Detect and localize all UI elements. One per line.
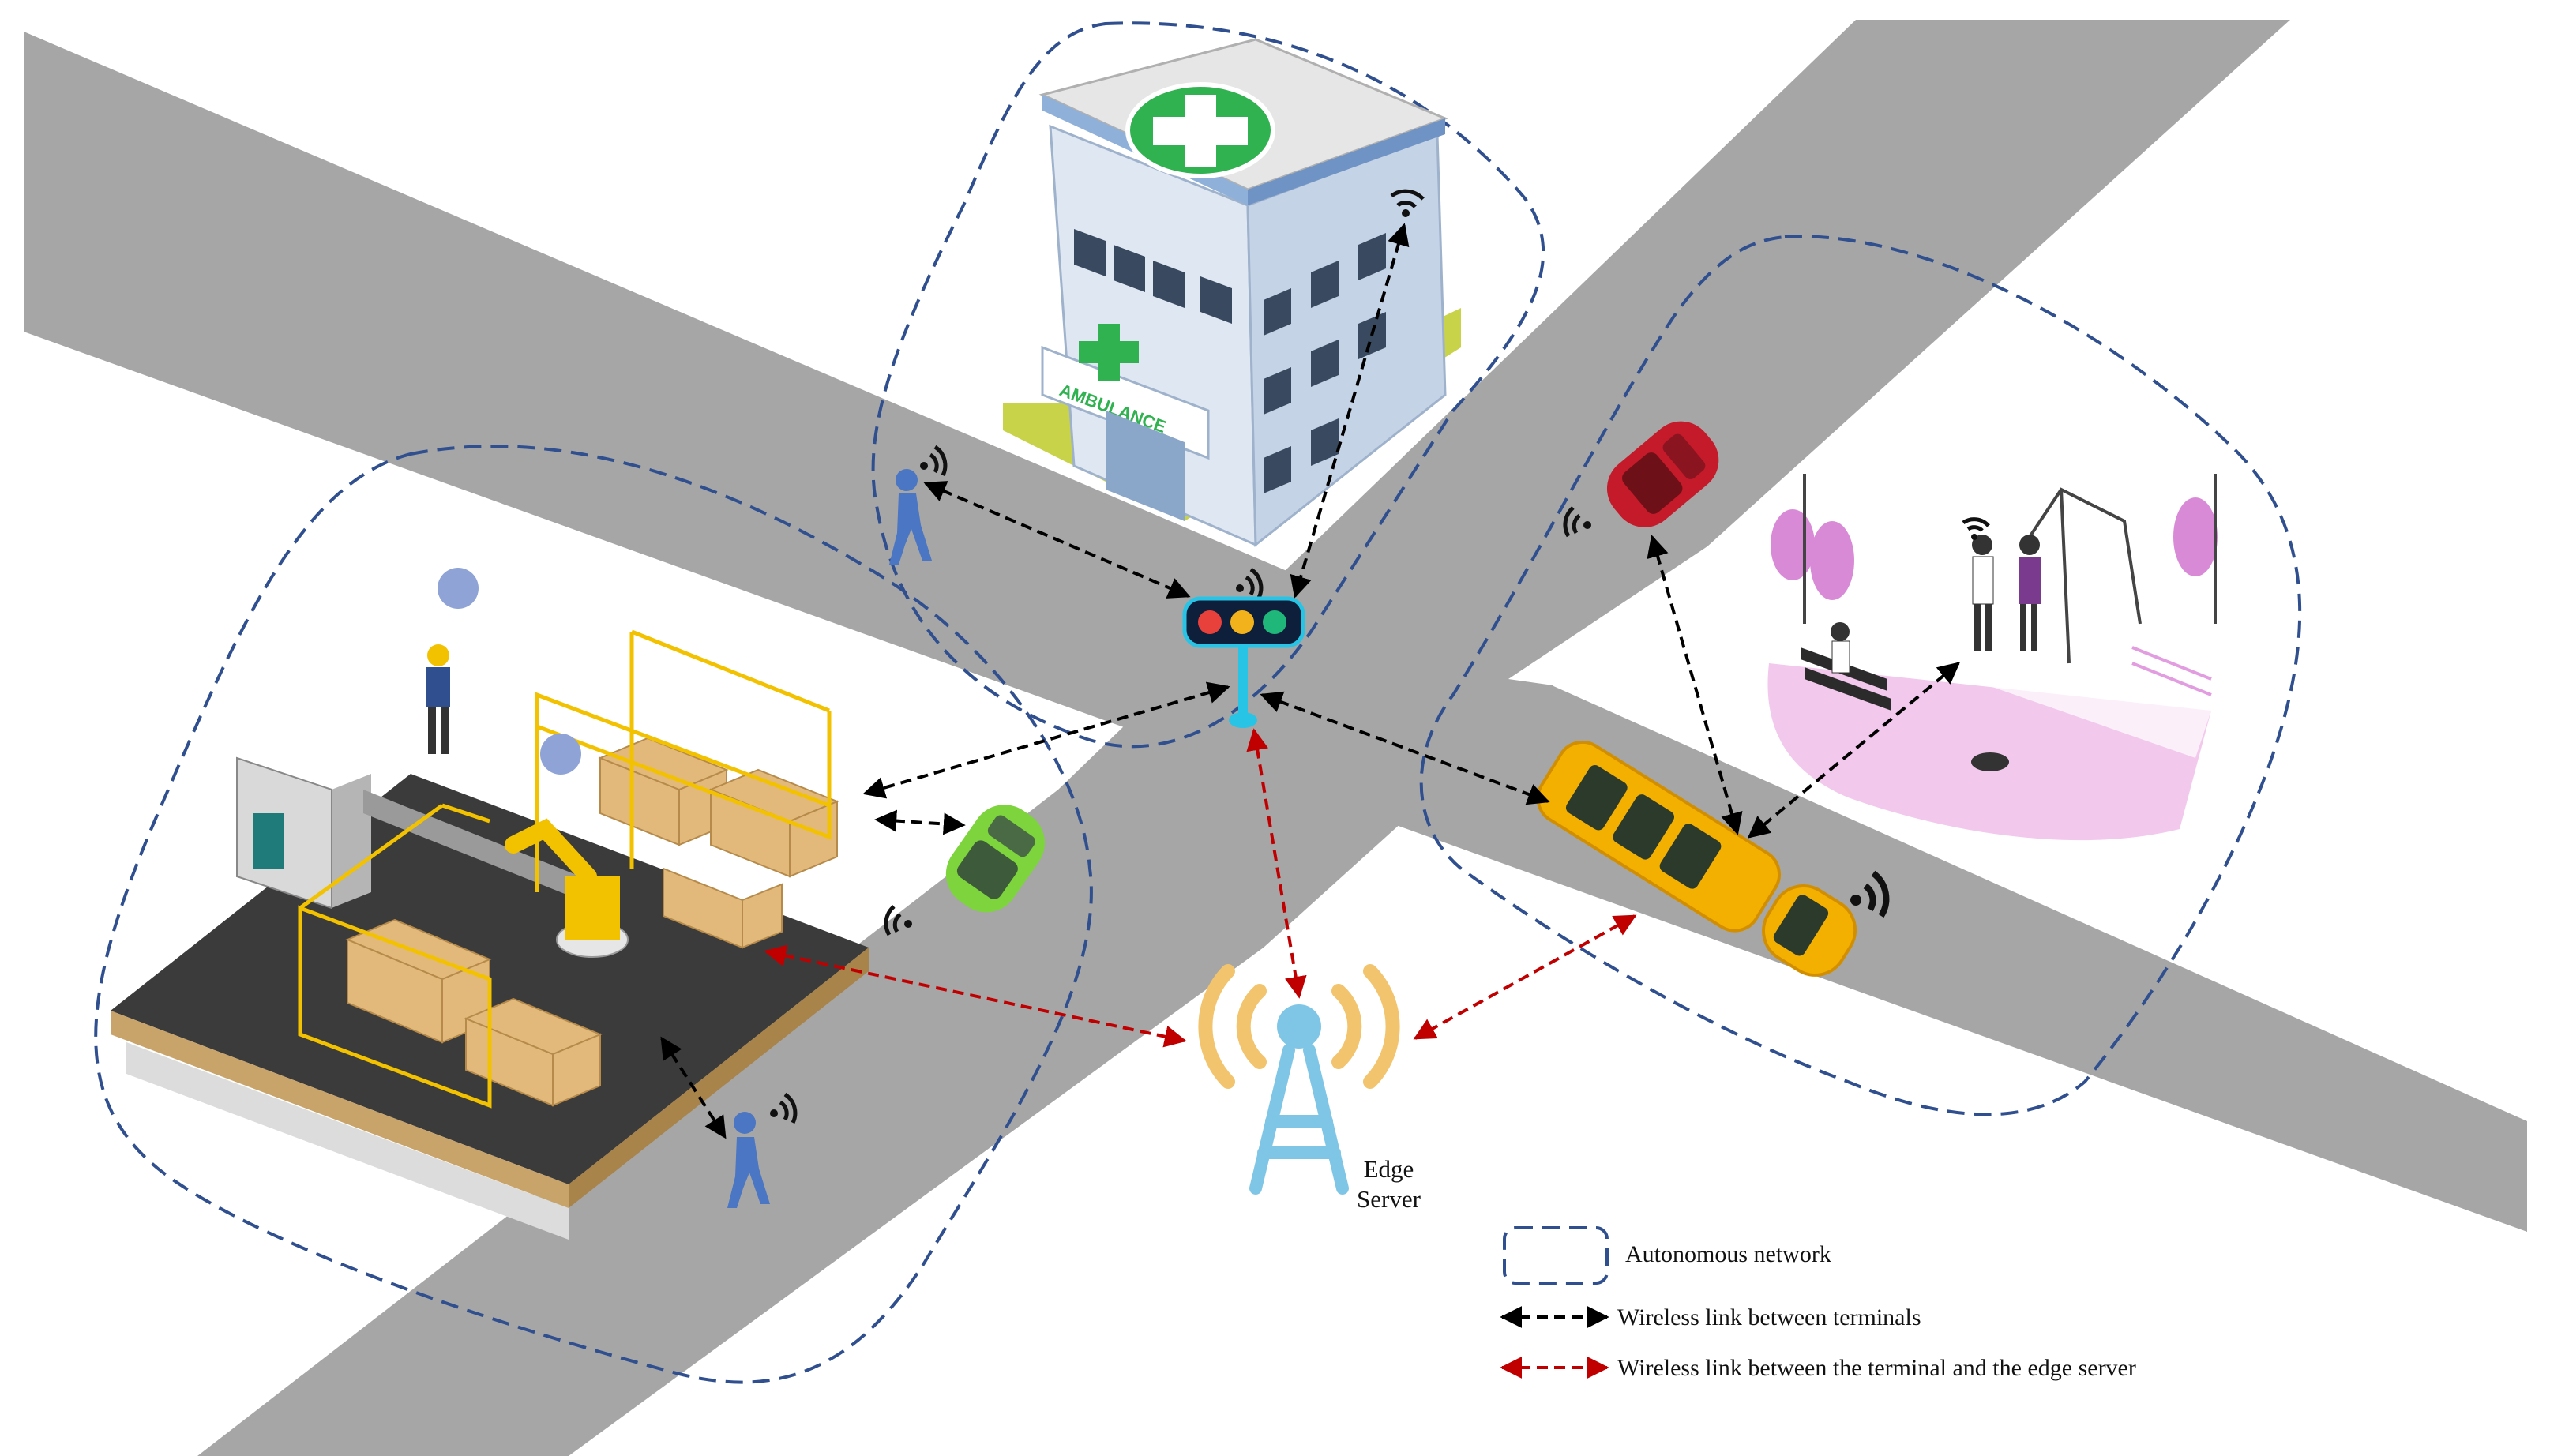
edge-links (764, 728, 1637, 1048)
link-ped-top-traffic (923, 481, 1191, 599)
green-car (945, 805, 1045, 913)
pedestrian-icon (727, 469, 932, 1208)
link-yellowcar-edge (1413, 914, 1637, 1040)
link-factory-ped-bottom (660, 1036, 727, 1139)
link-factory-greencar (874, 809, 966, 835)
network-boundary-factory (94, 445, 1093, 1384)
car-icon (945, 421, 1857, 977)
legend-terminal-link-label: Wireless link between terminals (1617, 1304, 1921, 1330)
wifi-icon (770, 189, 1990, 1124)
edge-server-label-line1: Edge (1363, 1155, 1414, 1183)
legend (1500, 1226, 1609, 1379)
wifi-icon (438, 568, 581, 775)
link-hospital-traffic (1290, 223, 1410, 599)
edge-server-label-line2: Server (1357, 1185, 1421, 1213)
red-car (1606, 421, 1719, 527)
legend-network-swatch (1503, 1226, 1609, 1285)
road-diagonal-main-upper (24, 32, 2527, 1232)
edge-server-tower-icon (1198, 964, 1400, 1195)
legend-autonomous-network-label: Autonomous network (1625, 1241, 1831, 1267)
network-boundary-park (1419, 235, 2302, 1116)
pedestrian-top (889, 469, 932, 565)
link-factory-edge (764, 944, 1187, 1048)
yellow-car (1536, 740, 1857, 977)
link-traffic-factory (862, 681, 1230, 799)
link-park-yellowcar (1747, 662, 1961, 839)
traffic-light-icon (1182, 596, 1305, 728)
robot-arm (505, 818, 629, 958)
link-traffic-edge (1246, 728, 1307, 999)
edge-server-label: Edge Server (1357, 1154, 1421, 1214)
link-traffic-yellowcar (1260, 691, 1550, 805)
terminal-links (660, 223, 1961, 1139)
legend-edge-link-label: Wireless link between the terminal and t… (1617, 1355, 2136, 1381)
pedestrian-bottom (727, 1112, 770, 1208)
worker (426, 644, 450, 754)
